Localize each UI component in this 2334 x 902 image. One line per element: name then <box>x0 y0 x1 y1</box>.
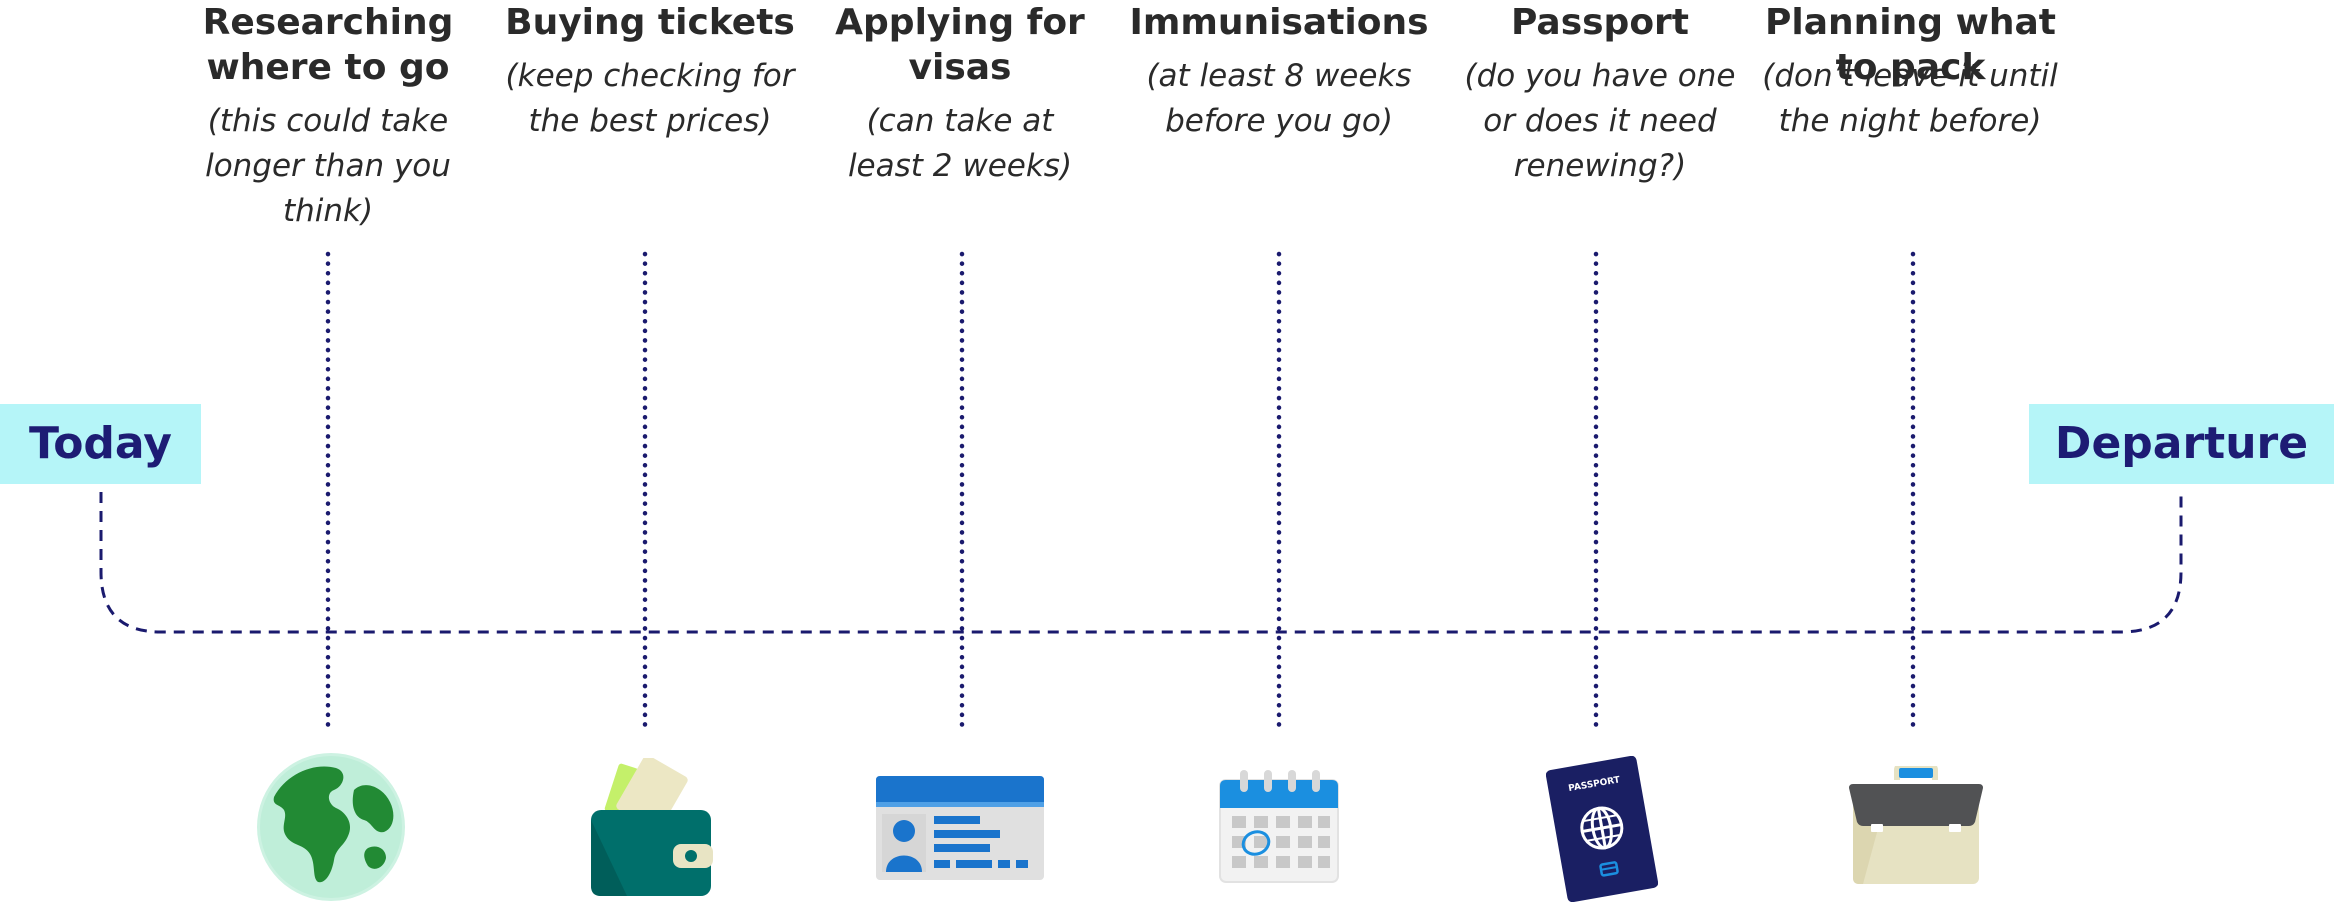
timeline-track <box>99 492 2183 634</box>
step-title-2: Buying tickets <box>505 2 795 43</box>
step-title-5: Passport <box>1510 2 1690 43</box>
step-title-1: Researching where to go <box>202 2 454 88</box>
step-note-6: (don’t leave it until the night before) <box>1762 58 2058 139</box>
step-note-4: (at least 8 weeks before you go) <box>1146 58 1412 139</box>
step-title-4: Immunisations <box>1129 2 1429 43</box>
departure-label: Departure <box>2029 404 2334 484</box>
today-label: Today <box>0 404 201 484</box>
wallet-icon <box>591 758 713 896</box>
step-note-1: (this could take longer than you think) <box>205 103 451 229</box>
step-title-6: Planning what to pack <box>1765 2 2056 88</box>
step-note-2: (keep checking for the best prices) <box>505 58 795 139</box>
step-note-5: (do you have one or does it need renewin… <box>1464 58 1736 184</box>
step-title-3: Applying for visas <box>835 2 1085 88</box>
calendar-icon <box>1219 770 1339 883</box>
briefcase-icon <box>1849 766 1983 884</box>
passport-icon: PASSPORT <box>1546 756 1658 902</box>
id-card-icon <box>876 776 1044 880</box>
globe-icon <box>257 753 405 901</box>
step-note-3: (can take at least 2 weeks) <box>847 103 1073 184</box>
